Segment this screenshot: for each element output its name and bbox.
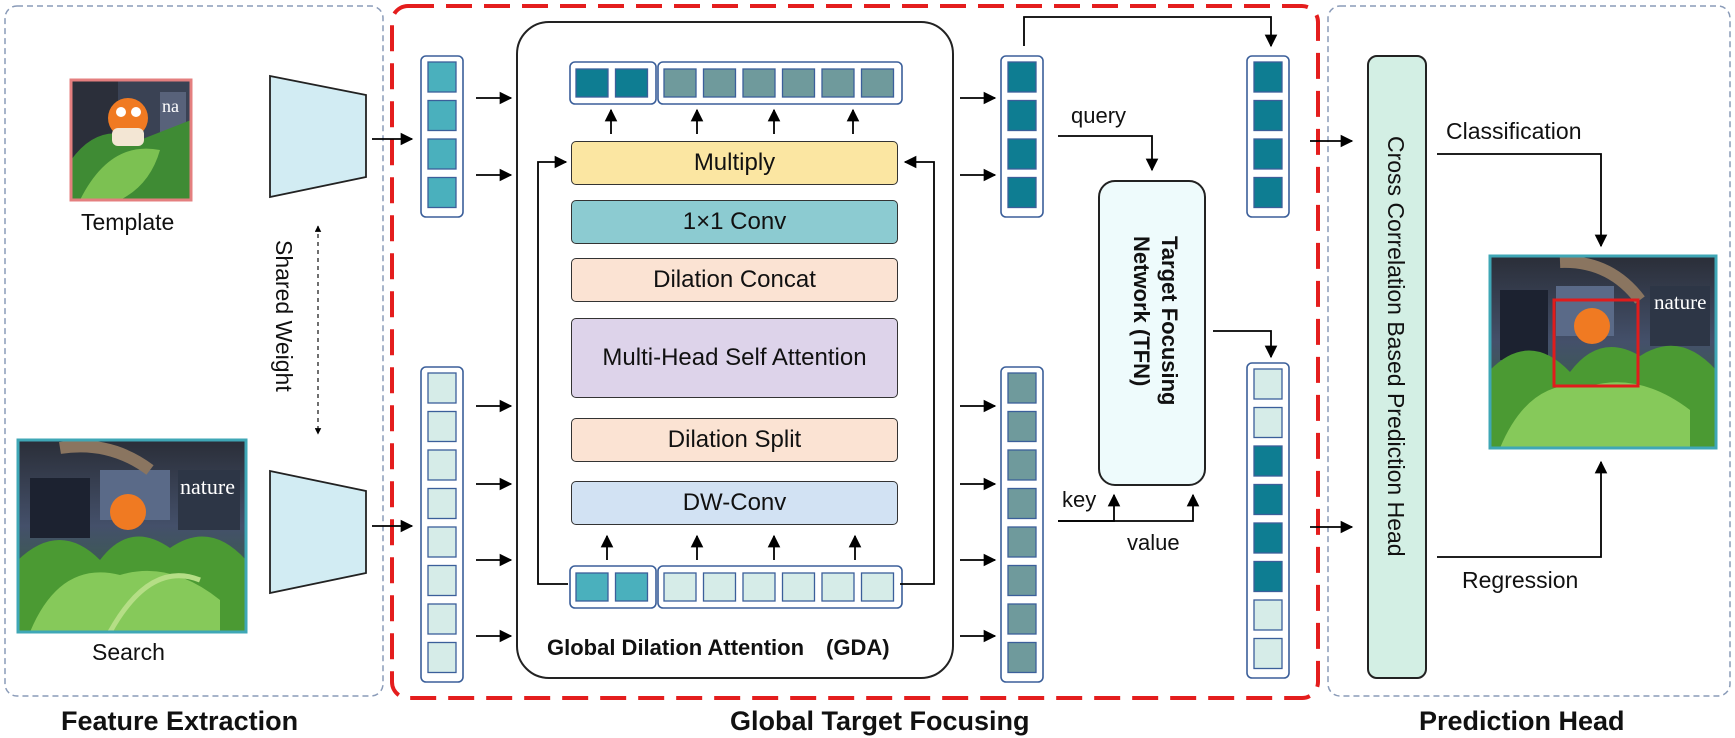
result-photo-text: nature (1654, 290, 1707, 314)
search-gda-output-stack-token (1007, 526, 1037, 558)
result-image (1488, 254, 1718, 450)
search-input-stack-token (427, 603, 457, 635)
template-final-stack-frame (1246, 55, 1290, 218)
gda-output-search-tokens-token (702, 68, 737, 98)
template-final-stack-token (1253, 99, 1283, 132)
template-input-stack-token (427, 138, 457, 170)
classification-label: Classification (1446, 118, 1582, 144)
template-gda-output-stack-frame (1000, 55, 1044, 218)
template-encoder (269, 74, 367, 199)
search-gda-output-stack-token (1007, 410, 1037, 443)
gda-output-search-tokens-token (742, 68, 776, 98)
template-gda-output-stack-token (1007, 176, 1037, 209)
token-stacks (420, 55, 1290, 683)
query-label: query (1071, 103, 1127, 128)
gda-input-search-tokens-token (781, 572, 816, 602)
template-photo-text: na (162, 96, 179, 116)
search-gda-output-stack-token (1007, 564, 1037, 597)
search-encoder (269, 469, 367, 595)
template-final-stack-token (1253, 138, 1283, 170)
gda-input-search-tokens-token (702, 572, 737, 602)
gda-input-search-tokens-token (663, 572, 697, 602)
search-input-stack-token (427, 410, 457, 443)
gda-input-arrows (476, 91, 513, 643)
regression-label: Regression (1462, 567, 1579, 593)
search-input-stack-token (427, 487, 457, 520)
gda-output-template-tokens-token (614, 68, 649, 98)
prediction-head-bar-label: Cross Correlation Based Prediction Head (1383, 136, 1409, 557)
search-image (16, 438, 248, 634)
search-tfn-output-stack-token (1253, 368, 1283, 400)
search-tfn-output-stack-token (1253, 637, 1283, 670)
search-input-stack-token (427, 641, 457, 674)
search-gda-output-stack-token (1007, 603, 1037, 635)
conv1x1-layer: 1×1 Conv (571, 200, 898, 244)
search-gda-output-stack-token (1007, 372, 1037, 404)
search-input-stack-frame (420, 366, 464, 683)
section-title-prediction-head: Prediction Head (1419, 706, 1625, 736)
template-input-stack-token (427, 176, 457, 209)
search-input-stack-token (427, 449, 457, 481)
gda-title: Global Dilation Attention (GDA) (547, 635, 890, 660)
template-input-stack-token (427, 61, 457, 93)
gda-output-template-tokens-token (575, 68, 609, 98)
search-tfn-output-stack-token (1253, 406, 1283, 439)
template-gda-output-stack-token (1007, 99, 1037, 132)
search-gda-output-stack-token (1007, 641, 1037, 674)
gda-internal-arrows (537, 108, 935, 585)
template-image (69, 78, 193, 202)
gda-input-search-tokens-token (742, 572, 776, 602)
global-target-focusing-frame (390, 4, 1320, 700)
mhsa-layer: Multi-Head Self Attention (571, 318, 898, 398)
search-tfn-output-stack-token (1253, 445, 1283, 477)
section-title-global-target-focusing: Global Target Focusing (730, 706, 1030, 736)
template-input-stack-frame (420, 55, 464, 218)
tfn-block (1098, 180, 1206, 486)
tfn-label: Target Focusing Network (TFN) (1127, 236, 1183, 406)
tfn-label-line2: Network (TFN) (1129, 236, 1154, 387)
shared-weight-label: Shared Weight (271, 240, 297, 392)
search-gda-output-stack-token (1007, 449, 1037, 481)
template-gda-output-stack-token (1007, 61, 1037, 93)
gda-input-template-tokens-token (575, 572, 609, 602)
dilation-split-layer: Dilation Split (571, 418, 898, 462)
search-gda-output-stack-token (1007, 487, 1037, 520)
search-tfn-output-stack-token (1253, 483, 1283, 516)
value-label: value (1127, 530, 1180, 555)
multiply-layer: Multiply (571, 141, 898, 185)
gda-input-search-tokens-token (821, 572, 855, 602)
search-tfn-output-stack-token (1253, 599, 1283, 631)
gda-output-search-tokens-token (860, 68, 895, 98)
section-title-feature-extraction: Feature Extraction (61, 706, 299, 736)
search-tfn-output-stack-token (1253, 522, 1283, 554)
key-label: key (1062, 487, 1097, 512)
search-label: Search (92, 639, 165, 665)
search-input-stack-token (427, 372, 457, 404)
cross-correlation-head-block (1367, 55, 1427, 679)
feature-extraction-frame (4, 5, 384, 697)
gda-output-search-tokens-token (663, 68, 697, 98)
template-final-stack-token (1253, 61, 1283, 93)
tfn-label-line1: Target Focusing (1157, 236, 1182, 406)
template-label: Template (81, 209, 175, 235)
tfn-arrows (1023, 16, 1608, 558)
search-tfn-output-stack-token (1253, 560, 1283, 593)
search-input-stack-token (427, 526, 457, 558)
search-tfn-output-stack-frame (1246, 362, 1290, 679)
search-photo-text: nature (180, 474, 235, 499)
gda-input-template-tokens-token (614, 572, 649, 602)
gda-input-search-tokens-token (860, 572, 895, 602)
template-final-stack-token (1253, 176, 1283, 209)
search-gda-output-stack-frame (1000, 366, 1044, 683)
gda-output-arrows (960, 91, 997, 643)
dw-conv-layer: DW-Conv (571, 481, 898, 525)
prediction-head-frame (1327, 5, 1731, 697)
search-input-stack-token (427, 564, 457, 597)
dilation-concat-layer: Dilation Concat (571, 258, 898, 302)
template-input-stack-token (427, 99, 457, 132)
gda-output-search-tokens-token (781, 68, 816, 98)
gda-output-search-tokens-token (821, 68, 855, 98)
template-gda-output-stack-token (1007, 138, 1037, 170)
